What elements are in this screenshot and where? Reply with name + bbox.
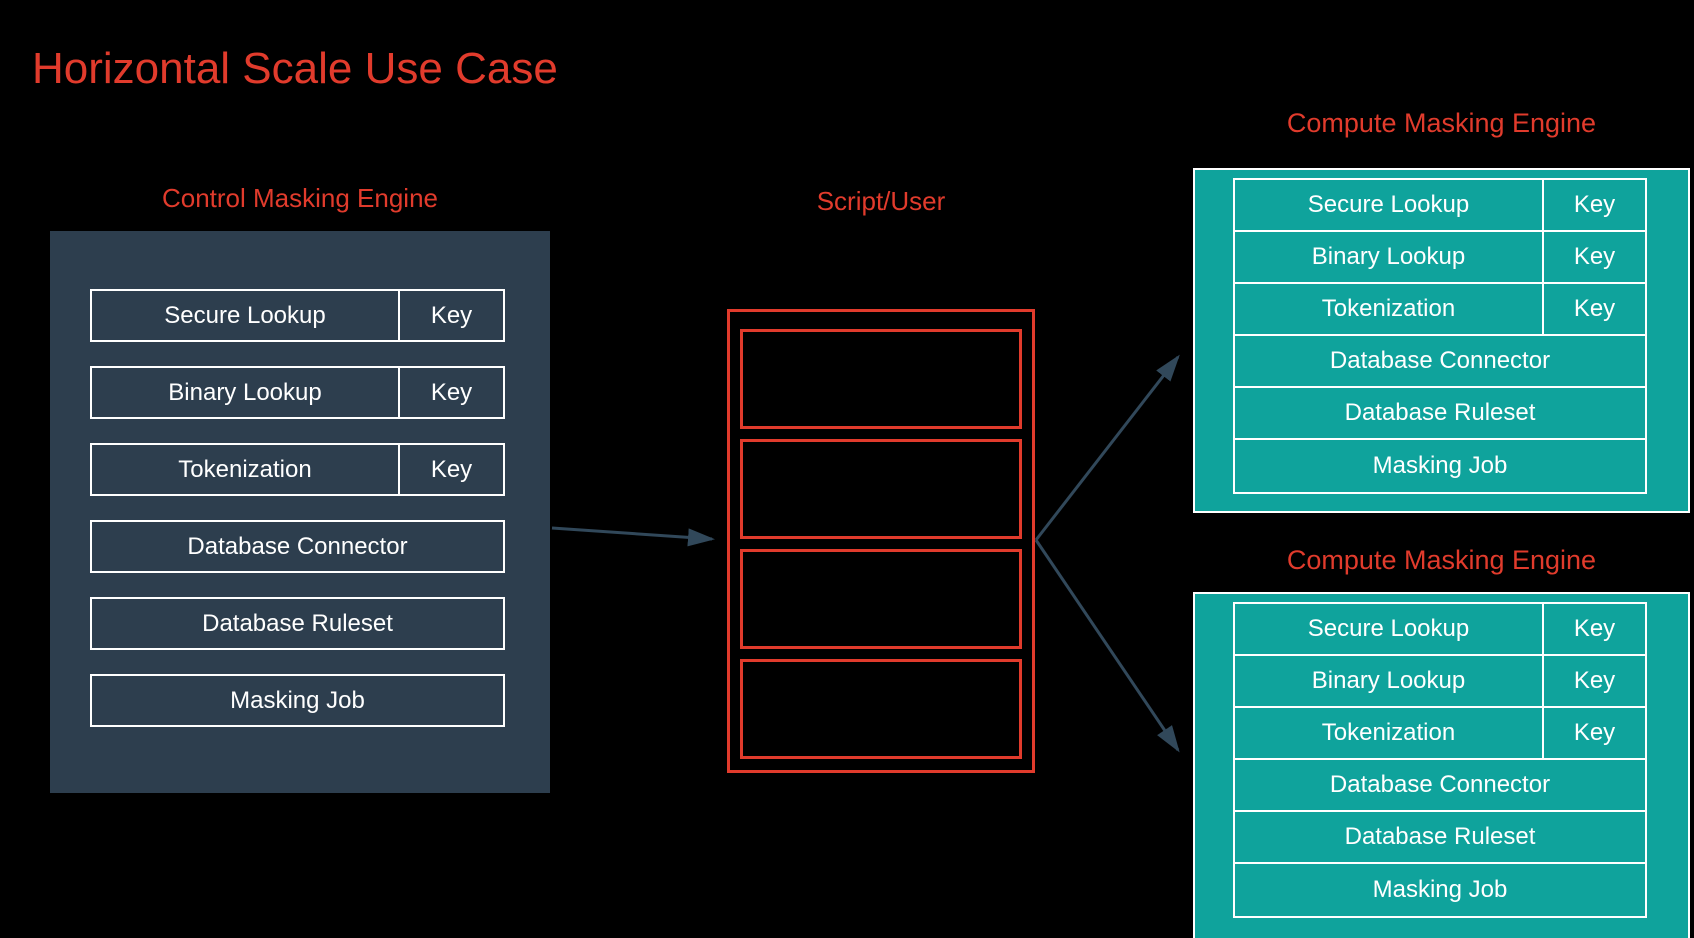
engine-row: Masking Job	[90, 674, 505, 727]
engine-row: Database Connector	[1235, 336, 1645, 388]
algorithm-cell: Secure Lookup	[1307, 615, 1470, 642]
key-cell: Key	[1542, 708, 1645, 758]
engine-row: Secure Lookup Key	[1235, 180, 1645, 232]
algorithm-cell: Masking Job	[1372, 876, 1508, 903]
algorithm-cell: Database Ruleset	[1344, 823, 1536, 850]
algorithm-cell: Binary Lookup	[1311, 243, 1466, 270]
key-cell: Key	[1542, 604, 1645, 654]
script-user-box	[727, 309, 1035, 773]
script-user-slot	[740, 659, 1022, 759]
algorithm-cell: Tokenization	[178, 455, 312, 483]
script-user-slots	[740, 329, 1022, 769]
compute-engine-2-label: Compute Masking Engine	[1286, 545, 1597, 575]
key-cell: Key	[1542, 656, 1645, 706]
arrow-script-to-compute-bottom	[1034, 539, 1180, 753]
algorithm-cell: Secure Lookup	[164, 301, 326, 329]
algorithm-cell: Database Ruleset	[202, 609, 393, 637]
algorithm-cell: Database Ruleset	[1344, 399, 1536, 426]
algorithm-cell: Binary Lookup	[168, 378, 322, 406]
algorithm-cell: Tokenization	[1321, 719, 1456, 746]
compute-engine-1-label: Compute Masking Engine	[1286, 108, 1597, 138]
engine-row: Database Connector	[90, 520, 505, 573]
engine-row: Database Ruleset	[1235, 388, 1645, 440]
script-user-slot	[740, 549, 1022, 649]
engine-row: Masking Job	[1235, 440, 1645, 492]
engine-row: Secure Lookup Key	[1235, 604, 1645, 656]
key-cell: Key	[398, 368, 503, 417]
algorithm-cell: Database Connector	[1329, 347, 1551, 374]
engine-row: Secure Lookup Key	[90, 289, 505, 342]
algorithm-cell: Masking Job	[230, 686, 365, 714]
engine-row: Binary Lookup Key	[90, 366, 505, 419]
engine-row: Binary Lookup Key	[1235, 656, 1645, 708]
algorithm-cell: Masking Job	[1372, 452, 1508, 479]
page-title: Horizontal Scale Use Case	[32, 44, 558, 93]
key-cell: Key	[1542, 284, 1645, 334]
key-cell: Key	[398, 291, 503, 340]
arrow-control-to-script	[551, 526, 715, 547]
script-user-slot	[740, 439, 1022, 539]
control-engine-label: Control Masking Engine	[161, 183, 439, 213]
key-cell: Key	[1542, 232, 1645, 282]
key-cell: Key	[1542, 180, 1645, 230]
engine-row: Tokenization Key	[90, 443, 505, 496]
algorithm-cell: Tokenization	[1321, 295, 1456, 322]
algorithm-cell: Database Connector	[1329, 771, 1551, 798]
engine-row: Binary Lookup Key	[1235, 232, 1645, 284]
engine-row: Masking Job	[1235, 864, 1645, 916]
arrow-script-to-compute-top	[1034, 354, 1180, 541]
script-user-label: Script/User	[816, 186, 946, 216]
engine-row: Database Connector	[1235, 760, 1645, 812]
algorithm-cell: Secure Lookup	[1307, 191, 1470, 218]
key-cell: Key	[398, 445, 503, 494]
algorithm-cell: Binary Lookup	[1311, 667, 1466, 694]
engine-row: Tokenization Key	[1235, 284, 1645, 336]
engine-row: Database Ruleset	[1235, 812, 1645, 864]
algorithm-cell: Database Connector	[187, 532, 408, 560]
script-user-slot	[740, 329, 1022, 429]
engine-row: Database Ruleset	[90, 597, 505, 650]
engine-row: Tokenization Key	[1235, 708, 1645, 760]
